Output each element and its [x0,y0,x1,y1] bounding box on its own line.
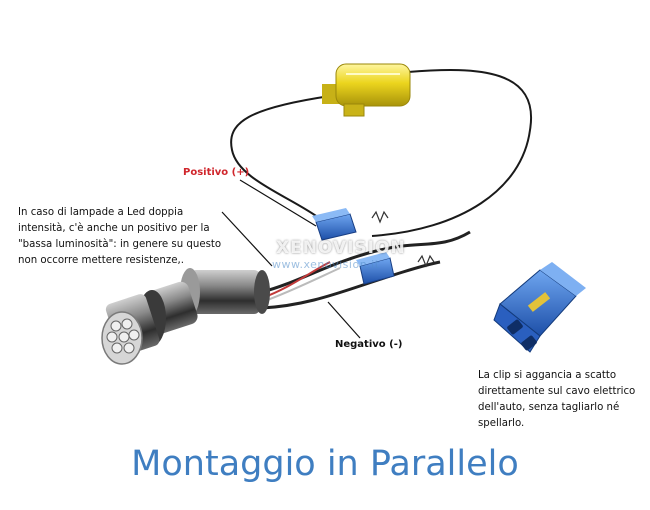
resistor-zigzag-top [371,210,389,224]
harness-wire-grey [261,267,341,303]
page-title: Montaggio in Parallelo [131,444,519,484]
watermark-url: www.xenovision.it [272,258,380,271]
positivo-label: Positivo (+) [183,167,250,178]
negativo-leader [327,301,361,339]
resistor-zigzag-bottom [417,254,435,268]
resistor-loop-wire-right [371,68,533,237]
negativo-label: Negativo (-) [335,339,403,350]
led-cluster [106,318,140,354]
led-note-leader [221,211,273,267]
resistor-loop-wire [230,95,331,221]
positivo-leader [239,179,317,227]
splice-clip-positive [312,208,357,241]
splice-clip-negative [356,252,395,285]
snap-clip-closeup [493,262,586,353]
load-resistor [322,63,411,117]
harness-wire-top [261,230,471,294]
watermark-brand: XENOVISION [276,238,406,258]
clip-description-note: La clip si aggancia a scatto direttament… [478,370,636,429]
harness-wire-bottom [261,260,441,310]
led-double-intensity-note: In caso di lampade a Led doppia intensit… [18,207,222,266]
